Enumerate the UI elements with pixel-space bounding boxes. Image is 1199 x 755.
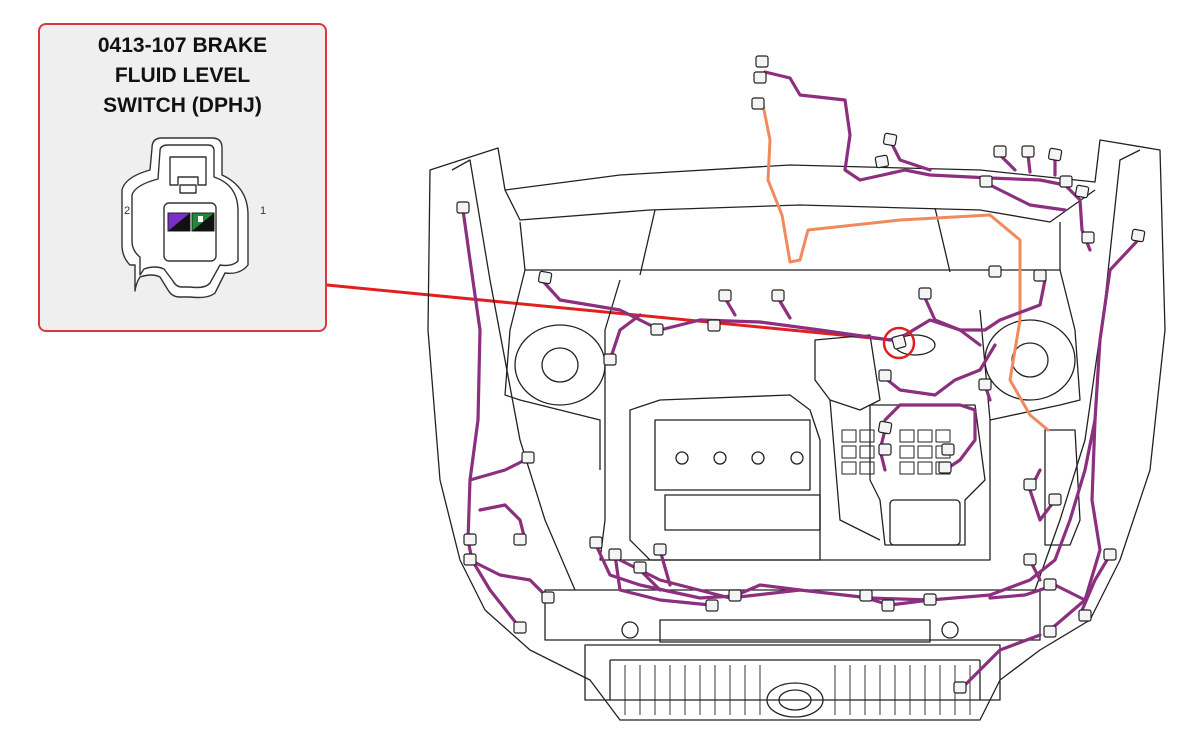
connector-icon [978, 378, 992, 391]
connector-icon [979, 175, 993, 188]
pin-label-2: 2 [124, 205, 131, 217]
connector-icon [881, 599, 895, 612]
connector-icon [513, 621, 527, 634]
connector-icon [751, 97, 765, 110]
connector-icon [771, 289, 785, 302]
harness-main [461, 70, 1142, 692]
connector-icon [993, 145, 1007, 158]
connector-icon [521, 451, 535, 464]
connector-callout: 0413-107 BRAKE FLUID LEVEL SWITCH (DPHJ) [38, 23, 327, 332]
connector-icon [753, 71, 767, 84]
connector-icon [1103, 548, 1117, 561]
connector-group [456, 55, 1146, 694]
connector-icon [877, 420, 893, 435]
connector-icon [653, 543, 667, 556]
connector-icon [728, 589, 742, 602]
connector-icon [988, 265, 1002, 278]
connector-icon [705, 599, 719, 612]
connector-icon [1047, 147, 1063, 162]
connector-icon [953, 681, 967, 694]
connector-icon [707, 319, 721, 332]
connector-icon [513, 533, 527, 546]
callout-title-line-1: 0413-107 BRAKE [97, 34, 268, 57]
connector-icon [603, 353, 617, 366]
connector-icon [537, 270, 553, 285]
connector-icon [923, 593, 937, 606]
harness-orange [760, 98, 1050, 432]
connector-icon [1078, 609, 1092, 622]
connector-icon [1059, 175, 1073, 188]
connector-icon [718, 289, 732, 302]
callout-title-line-3: SWITCH (DPHJ) [103, 94, 262, 117]
connector-icon [541, 591, 555, 604]
connector-icon [878, 369, 892, 382]
connector-icon [650, 323, 664, 336]
connector-icon [589, 536, 603, 549]
connector-icon [1081, 231, 1095, 244]
connector-icon [1130, 228, 1146, 243]
connector-icon [1043, 578, 1057, 591]
connector-icon [874, 154, 890, 169]
connector-icon [456, 201, 470, 214]
connector-icon [1048, 493, 1062, 506]
connector-icon [1023, 553, 1037, 566]
connector-icon [633, 561, 647, 574]
connector-icon [463, 533, 477, 546]
connector-icon [1033, 269, 1047, 282]
connector-icon [941, 443, 955, 456]
connector-icon [463, 553, 477, 566]
connector-icon [918, 287, 932, 300]
connector-icon [882, 132, 898, 147]
connector-icon [1023, 478, 1037, 491]
connector-icon [859, 589, 873, 602]
connector-icon [1043, 625, 1057, 638]
pin-label-1: 1 [260, 205, 267, 217]
connector-icon [755, 55, 769, 68]
callout-title-line-2: FLUID LEVEL [114, 64, 251, 87]
connector-icon [1074, 184, 1090, 199]
callout-title: 0413-107 BRAKE FLUID LEVEL SWITCH (DPHJ) [40, 31, 325, 121]
connector-icon [938, 461, 952, 474]
callout-highlight-ring [882, 326, 916, 360]
connector-icon [608, 548, 622, 561]
connector-icon [878, 443, 892, 456]
connector-icon [1021, 145, 1035, 158]
connector-face-icon [121, 137, 249, 299]
